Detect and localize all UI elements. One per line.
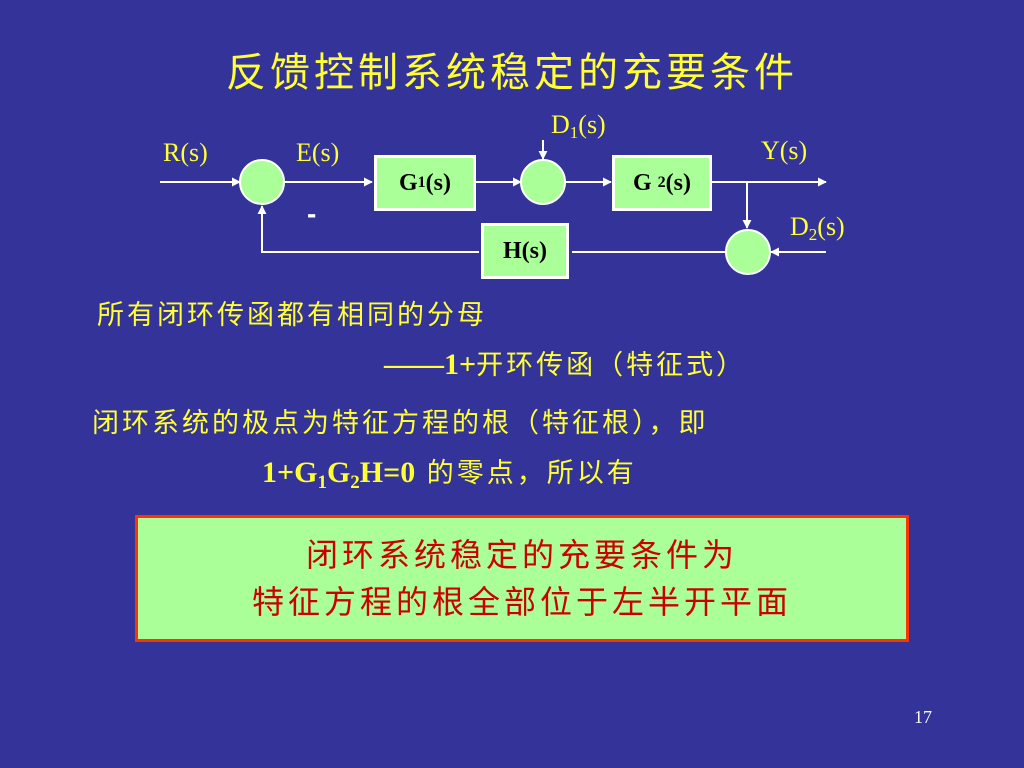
output-label: Y(s) xyxy=(761,136,808,165)
feedback-return-line xyxy=(257,205,479,253)
summing-junction-2 xyxy=(520,159,566,205)
disturbance2-label: D2(s) xyxy=(790,212,845,244)
h-block: H(s) xyxy=(481,223,569,279)
error-label: E(s) xyxy=(296,138,340,167)
statement1-line2: ——1+开环传函（特征式） xyxy=(384,348,747,381)
statement1-line1: 所有闭环传函都有相同的分母 xyxy=(97,300,487,331)
disturbance1-label: D1(s) xyxy=(551,110,606,142)
conclusion-line2: 特征方程的根全部位于左半开平面 xyxy=(251,582,792,621)
summing-junction-3 xyxy=(725,229,771,275)
conclusion-line1: 闭环系统稳定的充要条件为 xyxy=(305,536,738,575)
summing-junction-1 xyxy=(239,159,285,205)
page-number: 17 xyxy=(914,707,932,727)
block-diagram xyxy=(160,140,827,275)
g2-block: G 2(s) xyxy=(612,155,712,211)
input-label: R(s) xyxy=(163,138,208,167)
statement2-line1: 闭环系统的极点为特征方程的根（特征根），即 xyxy=(92,408,709,439)
slide-title: 反馈控制系统稳定的充要条件 xyxy=(226,50,798,96)
negative-sign: - xyxy=(307,198,317,229)
conclusion-box: 闭环系统稳定的充要条件为 特征方程的根全部位于左半开平面 xyxy=(135,515,909,642)
statement2-line2: 1+G1G2H=0 的零点，所以有 xyxy=(262,456,637,493)
